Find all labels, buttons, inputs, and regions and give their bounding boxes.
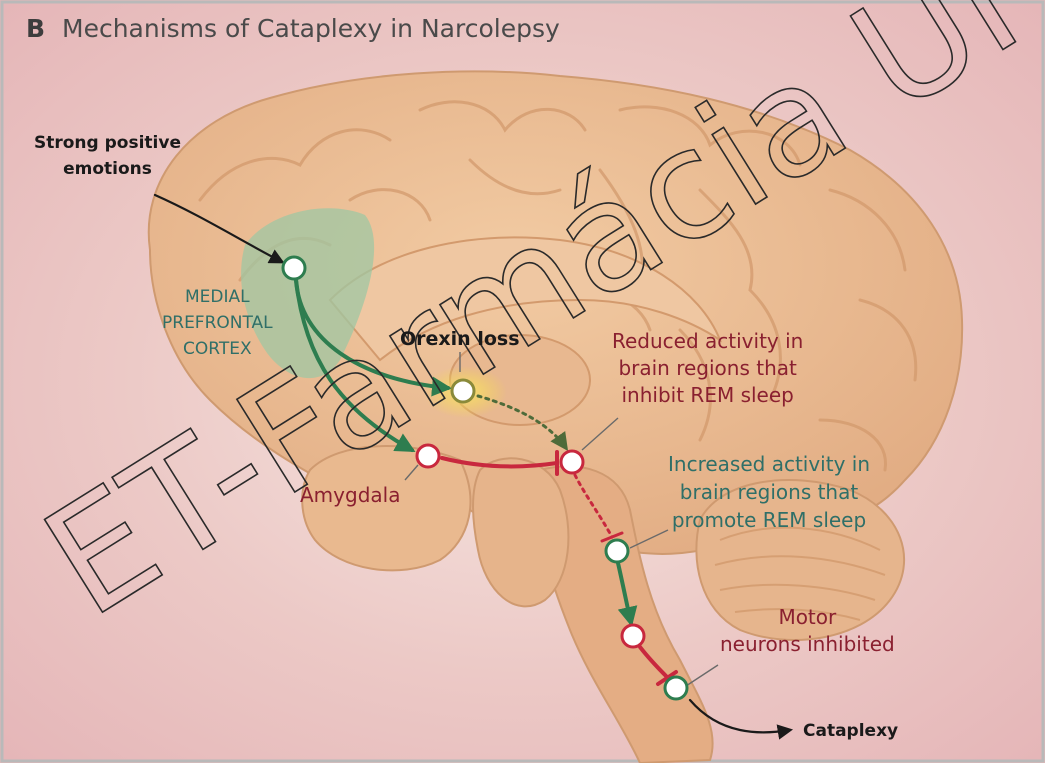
node-interneuron xyxy=(622,625,644,647)
label-motor-neurons-line2: neurons inhibited xyxy=(720,631,895,658)
label-orexin-loss: Orexin loss xyxy=(400,328,520,350)
label-strong-positive-emotions-line2: emotions xyxy=(34,156,181,182)
node-motor xyxy=(665,677,687,699)
label-reduced-activity-line2: brain regions that xyxy=(612,355,803,382)
label-amygdala: Amygdala xyxy=(300,482,400,509)
label-strong-positive-emotions: Strong positive emotions xyxy=(34,130,181,182)
panel-title: Mechanisms of Cataplexy in Narcolepsy xyxy=(62,14,560,43)
label-increased-activity-line3: promote REM sleep xyxy=(668,506,870,534)
node-mpfc xyxy=(283,257,305,279)
label-increased-activity-line1: Increased activity in xyxy=(668,450,870,478)
node-rem-on xyxy=(606,540,628,562)
label-medial-prefrontal-cortex: MEDIAL PREFRONTAL CORTEX xyxy=(162,284,273,362)
label-strong-positive-emotions-line1: Strong positive xyxy=(34,130,181,156)
label-mpfc-line3: CORTEX xyxy=(162,336,273,362)
label-mpfc-line1: MEDIAL xyxy=(162,284,273,310)
label-reduced-activity-line1: Reduced activity in xyxy=(612,328,803,355)
node-rem-off xyxy=(561,451,583,473)
label-mpfc-line2: PREFRONTAL xyxy=(162,310,273,336)
label-cataplexy: Cataplexy xyxy=(803,721,898,741)
label-reduced-activity-line3: inhibit REM sleep xyxy=(612,382,803,409)
label-increased-activity-line2: brain regions that xyxy=(668,478,870,506)
label-motor-neurons: Motor neurons inhibited xyxy=(720,604,895,658)
label-increased-activity: Increased activity in brain regions that… xyxy=(668,450,870,534)
label-motor-neurons-line1: Motor xyxy=(720,604,895,631)
panel-letter: B xyxy=(26,14,45,43)
label-reduced-activity: Reduced activity in brain regions that i… xyxy=(612,328,803,409)
